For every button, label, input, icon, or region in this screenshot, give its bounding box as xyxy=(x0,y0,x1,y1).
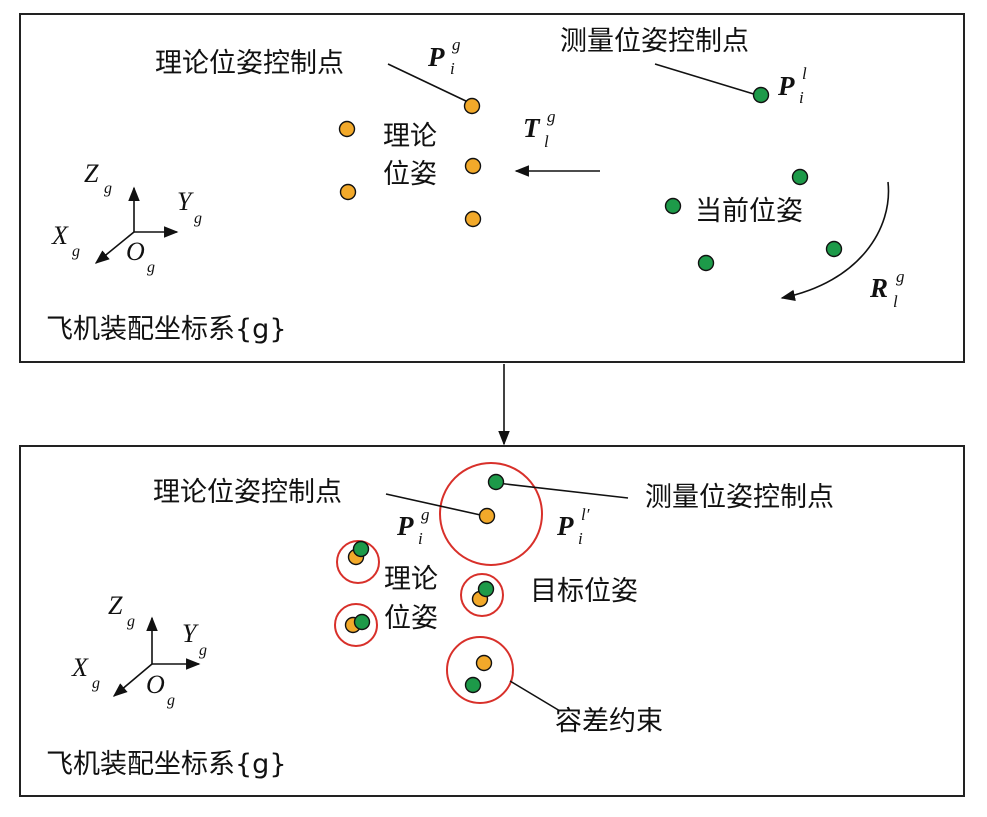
svg-text:l: l xyxy=(544,132,549,151)
bottom-measured-points-label: 测量位姿控制点 xyxy=(645,482,834,513)
bottom-measured-point xyxy=(352,540,370,558)
top-theory-point xyxy=(339,183,357,201)
svg-text:g: g xyxy=(452,35,461,54)
bottom-theory-pose-label-2: 位姿 xyxy=(384,603,438,634)
svg-text:g: g xyxy=(92,675,100,692)
bottom-frame-label: 飞机装配坐标系{g} xyxy=(46,749,287,780)
bottom-theory-points-leader xyxy=(385,493,486,517)
bottom-theory-point xyxy=(475,654,493,672)
top-panel-frame xyxy=(19,13,965,363)
svg-text:T: T xyxy=(523,113,541,143)
top-theory-point xyxy=(464,210,482,228)
bottom-panel-frame xyxy=(19,445,965,797)
top-symbol-T-l-g: T g l xyxy=(523,107,556,151)
top-theory-points-leader xyxy=(387,63,469,103)
top-axis-Y: Y xyxy=(177,187,194,216)
top-axis-O: O xyxy=(126,237,145,266)
svg-text:i: i xyxy=(799,88,804,107)
top-measured-point xyxy=(752,86,770,104)
bottom-coordinate-axes: Z g Y g X g O g xyxy=(71,591,207,709)
svg-text:i: i xyxy=(450,59,455,78)
svg-text:l′: l′ xyxy=(581,505,590,524)
svg-text:g: g xyxy=(421,505,430,524)
bottom-target-pose-label: 目标位姿 xyxy=(530,576,638,607)
bottom-symbol-P-i-g: P g i xyxy=(396,505,430,548)
svg-text:g: g xyxy=(547,107,556,126)
tolerance-circle xyxy=(334,603,378,647)
top-symbol-R-l-g: R g l xyxy=(869,267,905,311)
top-frame-label: 飞机装配坐标系{g} xyxy=(46,314,287,345)
top-measured-points-leader xyxy=(654,63,758,96)
svg-text:g: g xyxy=(194,210,202,227)
bottom-axis-Z: Z xyxy=(108,591,123,620)
top-axis-X: X xyxy=(51,221,69,250)
top-axis-Z: Z xyxy=(84,159,99,188)
bottom-symbol-P-i-l-prime: P l′ i xyxy=(556,505,590,548)
svg-text:P: P xyxy=(777,71,795,101)
bottom-axis-O: O xyxy=(146,670,165,699)
bottom-measured-point xyxy=(464,676,482,694)
bottom-axis-X: X xyxy=(71,653,89,682)
svg-text:i: i xyxy=(418,529,423,548)
svg-text:g: g xyxy=(199,642,207,659)
svg-text:l: l xyxy=(802,64,807,83)
svg-text:l: l xyxy=(893,292,898,311)
top-symbol-P-i-g: P g i xyxy=(427,35,461,78)
tolerance-leader xyxy=(509,680,561,712)
bottom-measured-point xyxy=(477,580,495,598)
top-theory-pose-label-1: 理论 xyxy=(383,121,437,152)
svg-text:P: P xyxy=(556,511,574,541)
top-current-pose-label: 当前位姿 xyxy=(695,196,803,227)
top-measured-points-label: 测量位姿控制点 xyxy=(560,26,749,57)
svg-text:R: R xyxy=(869,273,888,303)
top-measured-point xyxy=(697,254,715,272)
tolerance-circle xyxy=(446,636,514,704)
tolerance-circle xyxy=(336,540,380,584)
top-measured-point xyxy=(791,168,809,186)
bottom-panel: 理论位姿控制点 测量位姿控制点 P g i P l′ i 理论 位姿 目标位姿 xyxy=(19,445,965,797)
bottom-theory-pose-label-1: 理论 xyxy=(384,564,438,595)
svg-text:g: g xyxy=(72,243,80,260)
top-symbol-P-i-l: P l i xyxy=(777,64,807,107)
svg-text:g: g xyxy=(127,613,135,630)
svg-text:g: g xyxy=(104,180,112,197)
top-measured-point xyxy=(664,197,682,215)
bottom-theory-points-label: 理论位姿控制点 xyxy=(153,477,342,508)
top-theory-point xyxy=(338,120,356,138)
top-theory-point xyxy=(464,157,482,175)
top-coordinate-axes: Z g Y g X g O g xyxy=(51,159,202,276)
bottom-axis-Y: Y xyxy=(182,619,199,648)
svg-text:g: g xyxy=(167,692,175,709)
svg-text:g: g xyxy=(147,259,155,276)
tolerance-circle xyxy=(439,462,543,566)
top-theory-pose-label-2: 位姿 xyxy=(383,159,437,190)
rotation-arrow xyxy=(780,181,890,302)
tolerance-label: 容差约束 xyxy=(555,706,663,737)
bottom-measured-points-leader xyxy=(496,482,629,499)
svg-text:i: i xyxy=(578,529,583,548)
top-measured-point xyxy=(825,240,843,258)
top-theory-point xyxy=(463,97,481,115)
svg-text:P: P xyxy=(396,511,414,541)
top-theory-points-label: 理论位姿控制点 xyxy=(155,48,344,79)
svg-text:g: g xyxy=(896,267,905,286)
svg-text:P: P xyxy=(427,42,445,72)
tolerance-circle xyxy=(460,573,504,617)
bottom-measured-point xyxy=(353,613,371,631)
top-panel: 理论位姿控制点 P g i 测量位姿控制点 P l i 理论 位姿 T g xyxy=(19,13,965,363)
bottom-measured-point xyxy=(487,473,505,491)
bottom-theory-point xyxy=(478,507,496,525)
